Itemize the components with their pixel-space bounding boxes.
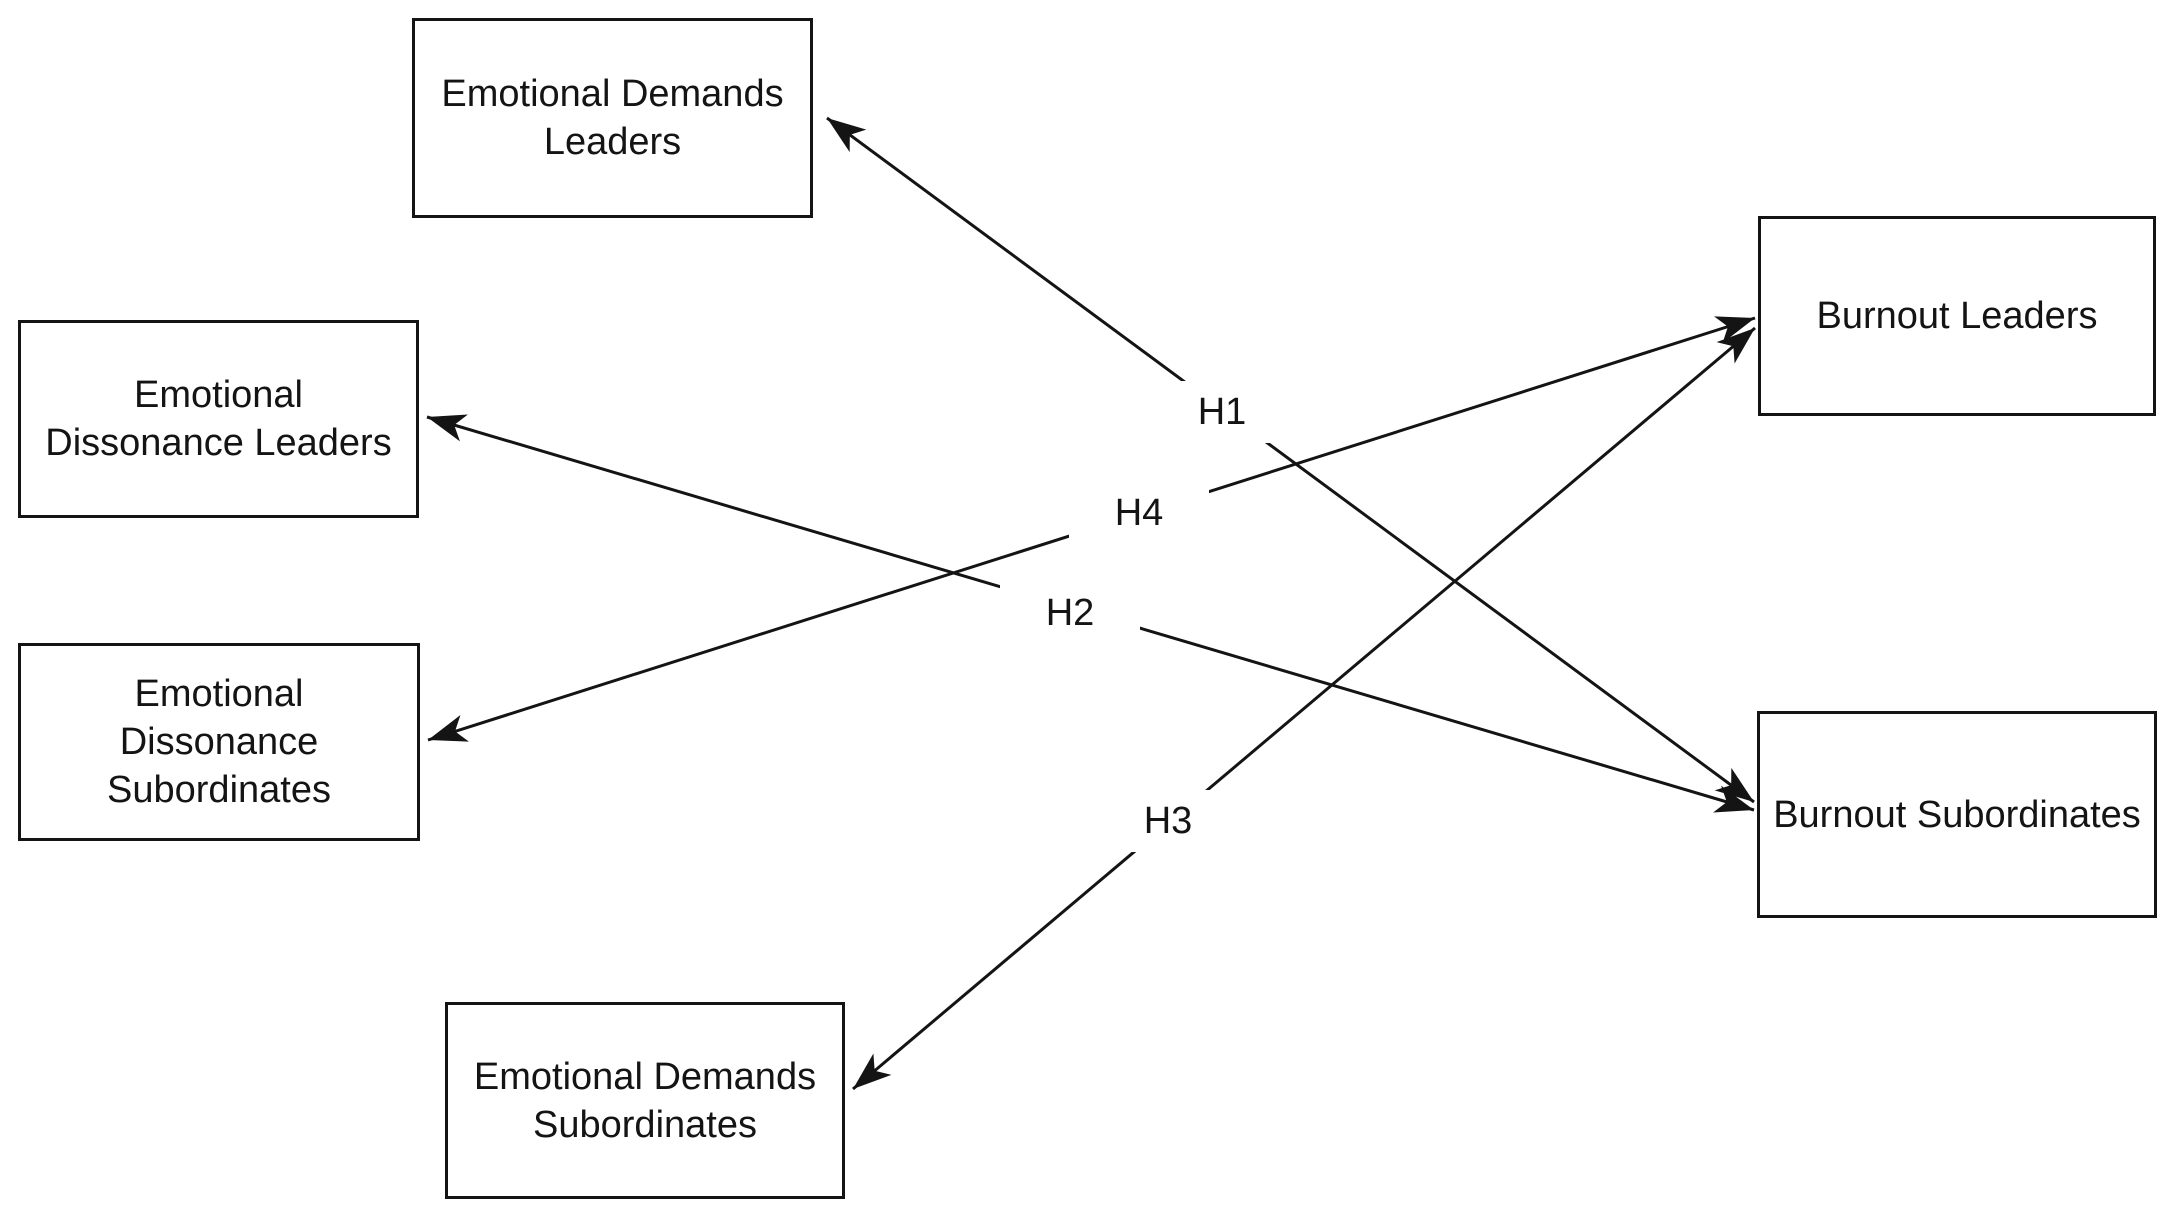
edge-line-h1 [826,116,1755,804]
edge-label-patch-h3 [1098,790,1238,852]
edge-label-h4: H4 [1115,492,1164,534]
node-label-line: Emotional Demands [473,1055,817,1098]
node-label-line: Burnout Leaders [1816,295,2098,337]
node-label-line: Dissonance [119,721,319,763]
edge-label-h3: H3 [1144,800,1193,842]
node-label-line: Burnout Subordinates [1773,793,2141,836]
node-label-line: Emotional [134,673,304,715]
node-label-line: Dissonance Leaders [45,422,392,464]
node-emotional-dissonance-subordinates: Emotional Dissonance Subordinates [18,643,420,841]
edge-line-h3 [852,326,1756,1091]
node-label-line: Leaders [543,121,682,163]
node-label-line: Emotional [134,374,303,416]
node-burnout-leaders: Burnout Leaders [1758,216,2156,416]
edge-label-h2: H2 [1046,592,1095,634]
edge-label-h1: H1 [1198,391,1247,433]
node-emotional-demands-subordinates: Emotional Demands Subordinates [445,1002,845,1199]
edge-label-patch-h1 [1152,381,1292,443]
edge-label-patch-h4 [1069,482,1209,544]
node-emotional-dissonance-leaders: Emotional Dissonance Leaders [18,320,419,518]
node-label-line: Subordinates [533,1103,757,1146]
edge-label-patch-h2 [1000,582,1140,644]
node-label-line: Subordinates [107,769,331,811]
node-burnout-subordinates: Burnout Subordinates [1757,711,2157,918]
node-emotional-demands-leaders: Emotional Demands Leaders [412,18,813,218]
node-label-line: Emotional Demands [441,73,784,115]
